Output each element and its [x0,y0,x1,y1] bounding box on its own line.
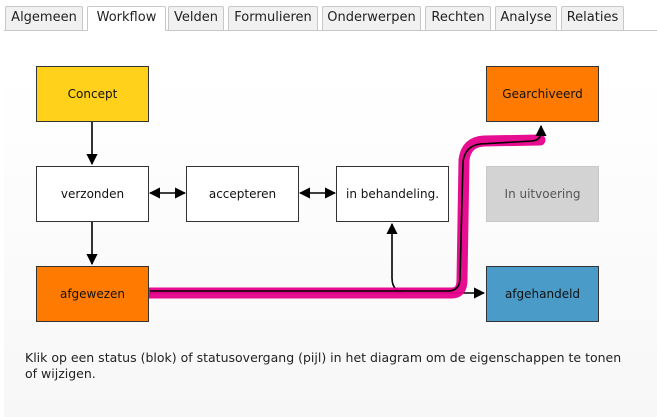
tab-relaties[interactable]: Relaties [561,6,624,30]
transition-highlight-stroke [144,134,546,299]
tab-algemeen[interactable]: Algemeen [5,6,83,30]
status-verzonden[interactable]: verzonden [36,166,149,222]
status-concept[interactable]: Concept [36,66,149,122]
status-afgewezen[interactable]: afgewezen [36,266,149,322]
status-in-behandeling[interactable]: in behandeling. [336,166,449,222]
transition-afgewezen-inbehandeling[interactable] [150,222,409,294]
tab-rechten[interactable]: Rechten [425,6,491,30]
tab-velden[interactable]: Velden [168,6,224,30]
tab-formulieren[interactable]: Formulieren [228,6,318,30]
status-gearchiveerd[interactable]: Gearchiveerd [486,66,599,122]
status-accepteren[interactable]: accepteren [186,166,299,222]
tab-analyse[interactable]: Analyse [495,6,557,30]
status-in-uitvoering[interactable]: In uitvoering [486,166,599,222]
transition-afgewezen-gearchiveerd[interactable] [150,124,547,292]
tab-onderwerpen[interactable]: Onderwerpen [322,6,421,30]
status-afgehandeld[interactable]: afgehandeld [486,266,599,322]
tab-bar: Algemeen Workflow Velden Formulieren Ond… [0,0,657,31]
tab-workflow[interactable]: Workflow [87,6,166,31]
instruction-text: Klik op een status (blok) of statusoverg… [25,350,622,381]
